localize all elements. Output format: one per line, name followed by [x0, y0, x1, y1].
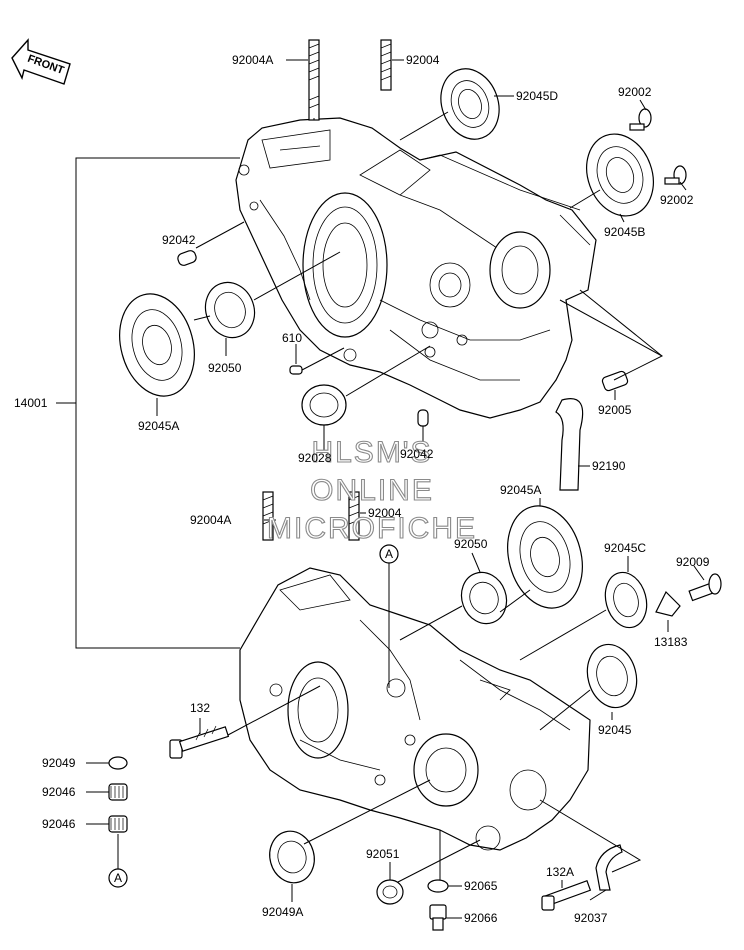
- bolt-132: [169, 725, 230, 759]
- label-92045D: 92045D: [516, 89, 558, 103]
- label-92009: 92009: [676, 555, 710, 569]
- bearing-92045B: [586, 133, 654, 217]
- dowel-92042-a: [177, 250, 197, 266]
- label-610: 610: [282, 331, 302, 345]
- bearing-92045C: [604, 571, 648, 629]
- label-92051: 92051: [366, 847, 400, 861]
- sleeve-92028: [301, 384, 347, 426]
- seal-92050-mid: [460, 571, 508, 625]
- washer-92049: [108, 756, 128, 770]
- screw-92009: [688, 573, 722, 602]
- label-92046-a: 92046: [42, 785, 76, 799]
- ref-marker-a-mid: A: [379, 544, 399, 564]
- label-92037: 92037: [574, 911, 608, 925]
- label-92042-b: 92042: [400, 447, 434, 461]
- seal-92050-top: [204, 281, 256, 339]
- label-92050-mid: 92050: [454, 537, 488, 551]
- plug-92066: [429, 904, 447, 931]
- clamp-92037: [595, 844, 623, 891]
- label-132: 132: [190, 701, 210, 715]
- washer-92065: [427, 879, 449, 893]
- label-92050-top: 92050: [208, 361, 242, 375]
- stud-92004A-top: [308, 39, 320, 121]
- label-92042-a: 92042: [162, 233, 196, 247]
- label-92045B: 92045B: [604, 225, 645, 239]
- label-92002-b: 92002: [660, 193, 694, 207]
- fitting-92005: [601, 370, 629, 392]
- leader-lines: [86, 59, 705, 919]
- svg-text:A: A: [114, 871, 122, 885]
- bearing-92045: [586, 643, 638, 709]
- oring-92051: [376, 879, 404, 905]
- watermark-line-1: HLSM'S: [311, 436, 432, 469]
- stud-92004-mid: [348, 491, 360, 541]
- upper-crankcase-half: [235, 117, 597, 419]
- seal-92049A: [269, 830, 315, 884]
- label-92028: 92028: [298, 451, 332, 465]
- stud-92004A-mid: [262, 491, 274, 541]
- hose-92190: [555, 398, 584, 491]
- watermark-line-3: MICROFICHE: [267, 512, 477, 545]
- label-92066: 92066: [464, 911, 498, 925]
- plate-13183: [655, 590, 681, 617]
- ref-marker-a-bottom: A: [108, 868, 128, 888]
- label-92065: 92065: [464, 879, 498, 893]
- label-92004A-top: 92004A: [232, 53, 273, 67]
- label-92046-b: 92046: [42, 817, 76, 831]
- svg-text:A: A: [385, 547, 393, 561]
- stud-92004-top: [380, 39, 392, 91]
- label-92049: 92049: [42, 756, 76, 770]
- label-92045C: 92045C: [604, 541, 646, 555]
- bolt-132A: [541, 880, 592, 911]
- bearing-92045D: [440, 68, 500, 140]
- label-132A: 132A: [546, 865, 574, 879]
- label-92045: 92045: [598, 723, 632, 737]
- label-92045A-mid: 92045A: [500, 483, 541, 497]
- label-92190: 92190: [592, 459, 626, 473]
- bearing-92045A-mid: [507, 505, 583, 609]
- label-13183: 13183: [654, 635, 688, 649]
- label-92049A: 92049A: [262, 905, 303, 919]
- label-14001: 14001: [14, 396, 48, 410]
- part-labels: 92004A 92004 92045D 92002 92002 92045B 9…: [14, 53, 710, 925]
- label-92004-mid: 92004: [368, 506, 402, 520]
- collar-92046-b: [108, 815, 128, 833]
- label-92045A-top: 92045A: [138, 419, 179, 433]
- label-92002-a: 92002: [618, 85, 652, 99]
- screw-92002-a: [629, 108, 652, 131]
- screw-92002-b: [664, 165, 687, 185]
- assembly-bracket: [56, 157, 240, 649]
- collar-92046-a: [108, 783, 128, 801]
- bearing-92045A-top: [119, 293, 195, 397]
- label-92004A-mid: 92004A: [190, 513, 231, 527]
- watermark: HLSM'S ONLINE MICROFICHE: [266, 435, 477, 545]
- dowel-92042-b: [417, 409, 429, 427]
- lower-crankcase-half: [239, 567, 591, 851]
- pin-610: [289, 365, 303, 375]
- front-arrow-icon: FRONT: [11, 38, 71, 85]
- label-92004-top: 92004: [406, 53, 440, 67]
- label-92005: 92005: [598, 403, 632, 417]
- watermark-line-2: ONLINE: [310, 474, 434, 507]
